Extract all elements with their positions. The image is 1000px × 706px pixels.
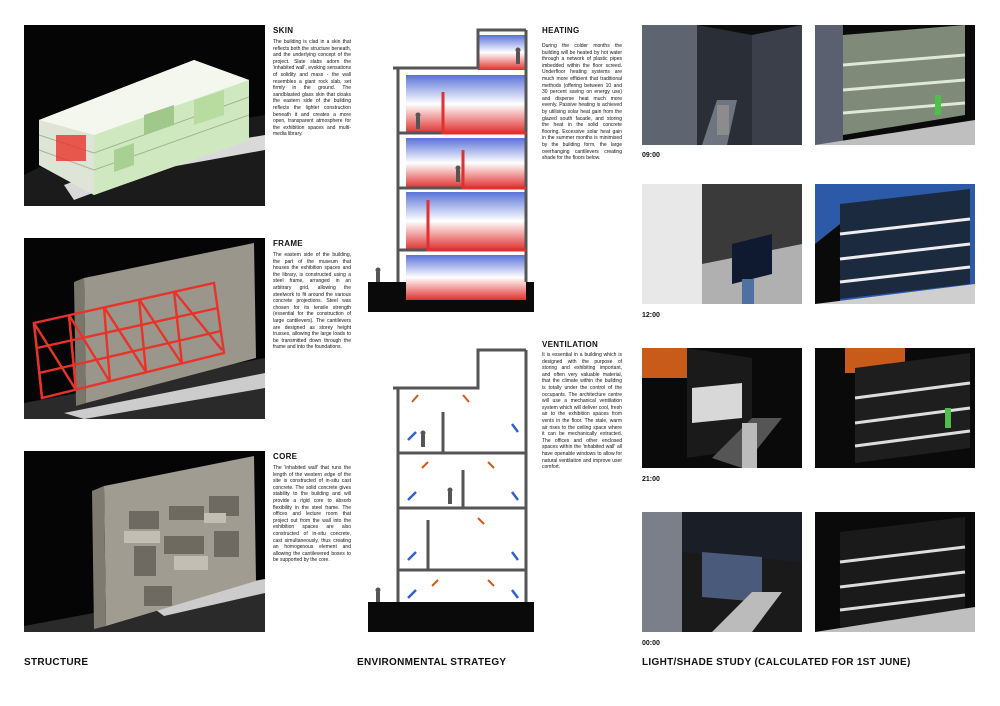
render-2100-view-b: [815, 348, 975, 468]
render-0000-view-b: [815, 512, 975, 632]
heating-heading: HEATING: [542, 26, 580, 35]
structure-section-title: STRUCTURE: [24, 657, 89, 668]
time-label-0900: 09:00: [642, 152, 660, 159]
ventilation-section-diagram: [368, 340, 534, 632]
time-label-0000: 00:00: [642, 640, 660, 647]
time-label-1200: 12:00: [642, 312, 660, 319]
ventilation-heading: VENTILATION: [542, 340, 599, 349]
render-2100-view-a: [642, 348, 802, 468]
skin-heading: SKIN: [273, 26, 294, 35]
render-1200-view-b: [815, 184, 975, 304]
heating-text: During the colder months the building wi…: [542, 43, 622, 162]
core-text: The 'inhabited wall' that runs the lengt…: [273, 465, 351, 564]
frame-text: The eastern side of the building, the pa…: [273, 252, 351, 351]
render-0000-view-a: [642, 512, 802, 632]
render-1200-view-a: [642, 184, 802, 304]
ventilation-text: It is essential in a building which is d…: [542, 352, 622, 471]
core-heading: CORE: [273, 452, 298, 461]
skin-text: The building is clad in a skin that refl…: [273, 39, 351, 138]
frame-render: [24, 238, 265, 419]
frame-heading: FRAME: [273, 239, 303, 248]
render-0900-view-b: [815, 25, 975, 145]
render-0900-view-a: [642, 25, 802, 145]
heating-section-diagram: [368, 20, 534, 312]
skin-render: [24, 25, 265, 206]
environmental-section-title: ENVIRONMENTAL STRATEGY: [357, 657, 507, 668]
core-render: [24, 451, 265, 632]
time-label-2100: 21:00: [642, 476, 660, 483]
lightshade-section-title: LIGHT/SHADE STUDY (CALCULATED FOR 1ST JU…: [642, 657, 911, 668]
